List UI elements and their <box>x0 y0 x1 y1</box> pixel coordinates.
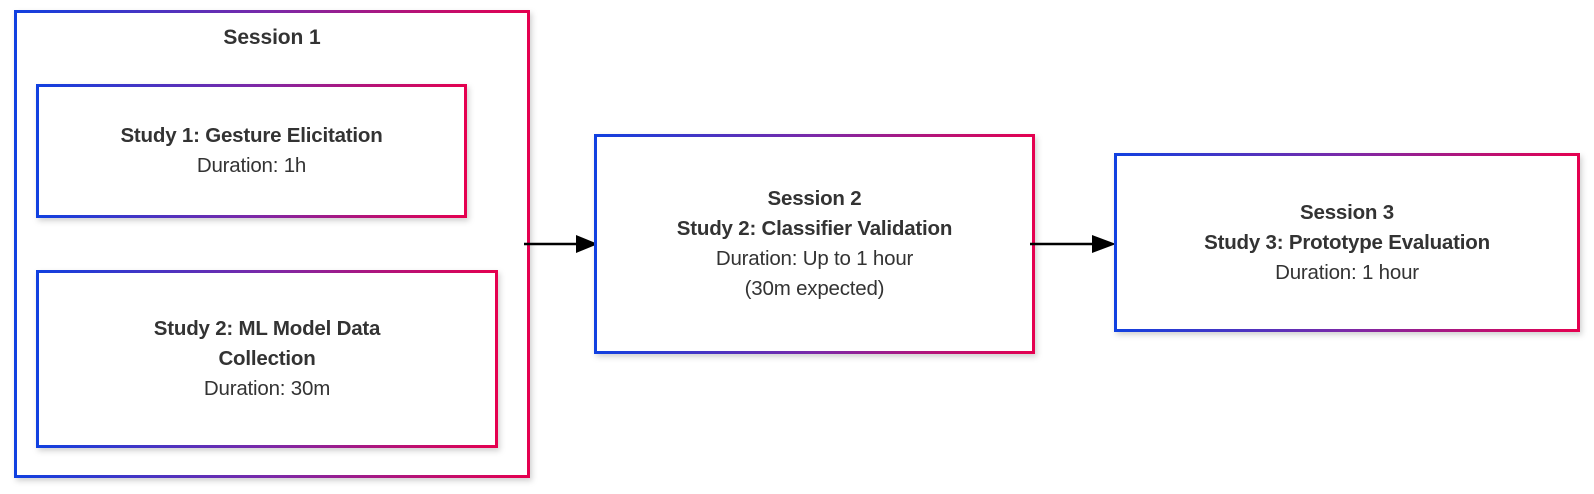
study-2-title-line-2: Collection <box>218 347 316 370</box>
study-1-duration: Duration: 1h <box>196 154 307 177</box>
session-3-node[interactable]: Session 3 Study 3: Prototype Evaluation … <box>1114 153 1580 332</box>
study-1-node[interactable]: Study 1: Gesture Elicitation Duration: 1… <box>36 84 467 218</box>
study-1-title: Study 1: Gesture Elicitation <box>120 124 383 147</box>
study-2-node-inner: Study 2: ML Model Data Collection Durati… <box>39 273 495 445</box>
study-2-content: Study 2: ML Model Data Collection Durati… <box>39 314 495 404</box>
session-2-duration-note: (30m expected) <box>744 277 885 300</box>
session-2-node-inner: Session 2 Study 2: Classifier Validation… <box>597 137 1032 351</box>
session-3-duration: Duration: 1 hour <box>1275 260 1419 284</box>
study-2-title-line-1: Study 2: ML Model Data <box>153 317 381 340</box>
session-3-node-inner: Session 3 Study 3: Prototype Evaluation … <box>1117 156 1577 329</box>
study-1-content: Study 1: Gesture Elicitation Duration: 1… <box>39 121 464 181</box>
study-2-node[interactable]: Study 2: ML Model Data Collection Durati… <box>36 270 498 448</box>
session-2-node[interactable]: Session 2 Study 2: Classifier Validation… <box>594 134 1035 354</box>
session-2-content: Session 2 Study 2: Classifier Validation… <box>597 184 1032 304</box>
study-2-duration: Duration: 30m <box>203 377 331 400</box>
session-2-duration: Duration: Up to 1 hour <box>715 247 914 270</box>
arrow-session1-to-session2 <box>524 232 600 256</box>
session-1-title: Session 1 <box>223 26 321 49</box>
session-3-title: Session 3 <box>1300 200 1394 224</box>
study-1-node-inner: Study 1: Gesture Elicitation Duration: 1… <box>39 87 464 215</box>
arrow-session2-to-session3 <box>1030 232 1120 256</box>
session-3-study-title: Study 3: Prototype Evaluation <box>1204 230 1490 254</box>
session-2-title: Session 2 <box>767 187 862 210</box>
session-3-content: Session 3 Study 3: Prototype Evaluation … <box>1117 198 1577 288</box>
session-2-study-title: Study 2: Classifier Validation <box>676 217 953 240</box>
